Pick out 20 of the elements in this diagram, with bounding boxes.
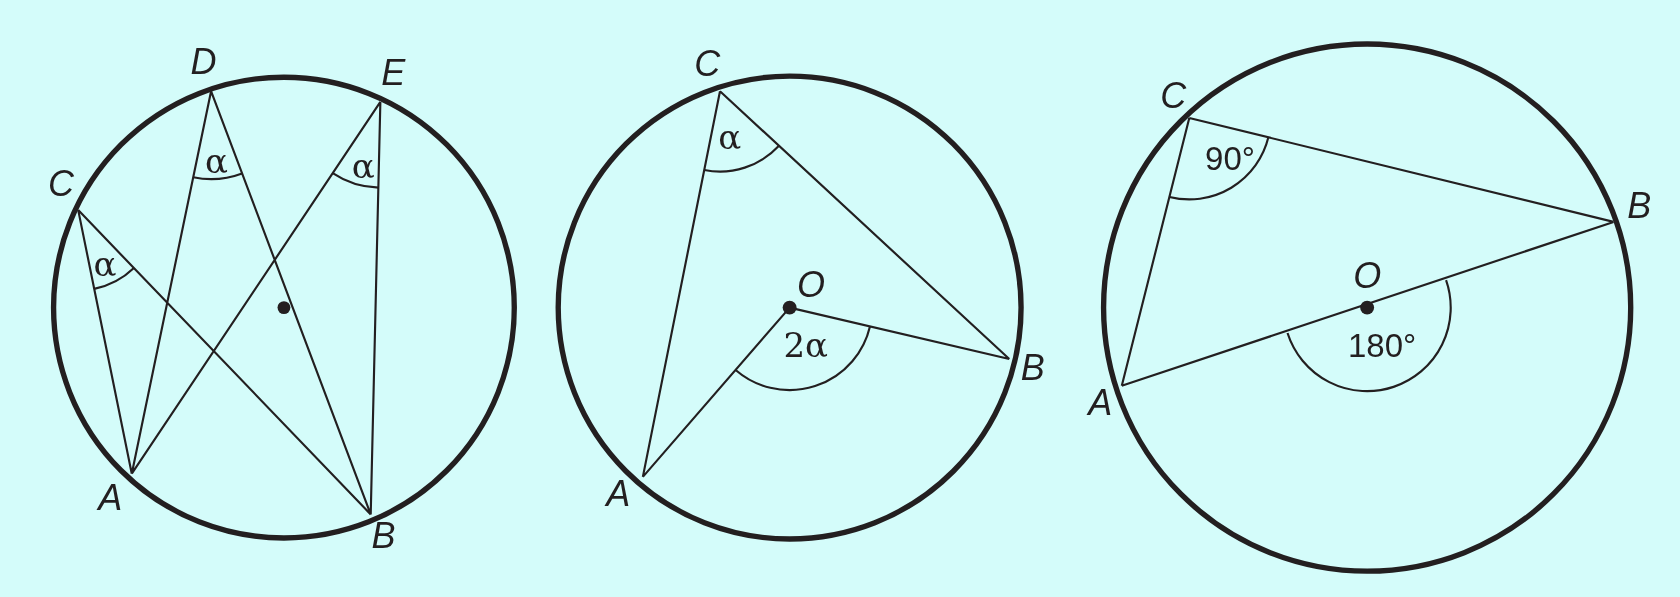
point-label: B (1627, 187, 1652, 224)
point-label: D (190, 44, 217, 81)
angle-label: α (204, 143, 228, 178)
point-label: A (98, 480, 123, 517)
point-label: C (1160, 78, 1187, 115)
angle-label: 90° (1205, 141, 1255, 174)
point-label: A (1088, 384, 1113, 421)
point-label: C (48, 166, 75, 203)
angle-label: α (93, 246, 117, 281)
angle-label: α (351, 149, 375, 184)
point-label: E (381, 54, 406, 91)
point-label: A (606, 475, 631, 512)
angle-label: 180° (1348, 328, 1417, 362)
point-label: B (371, 517, 396, 554)
point-label: O (1353, 258, 1382, 295)
point-label: B (1020, 349, 1045, 386)
point-label: C (694, 46, 721, 83)
point-label: O (797, 267, 826, 303)
angle-label: α (718, 120, 742, 155)
angle-label: 2α (783, 328, 828, 362)
